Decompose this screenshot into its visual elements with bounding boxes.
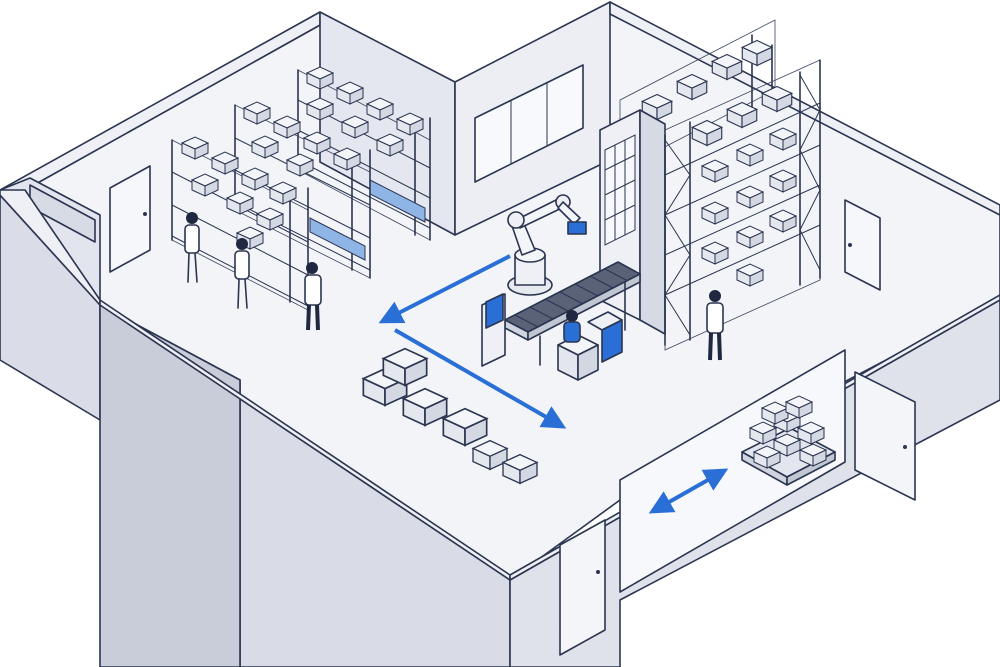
robot-arm <box>507 194 587 296</box>
conveyor-belt <box>504 261 641 366</box>
high-bay-rack-front <box>664 59 821 351</box>
pallet-stack <box>741 395 836 486</box>
worker-3 <box>304 262 322 331</box>
control-kiosk <box>481 293 506 367</box>
back-right-door <box>844 199 881 291</box>
flow-arrow-to-dispatch <box>394 328 567 429</box>
worker-1 <box>184 212 200 283</box>
operator-station <box>557 310 623 381</box>
back-left-door <box>109 165 151 273</box>
vertical-lift-tower <box>599 109 666 335</box>
dock-double-arrow <box>648 468 729 514</box>
worker-4 <box>706 290 724 361</box>
front-door <box>559 519 606 656</box>
window <box>474 64 584 183</box>
flow-arrow-to-shelving <box>378 254 511 324</box>
worker-2 <box>234 238 250 309</box>
